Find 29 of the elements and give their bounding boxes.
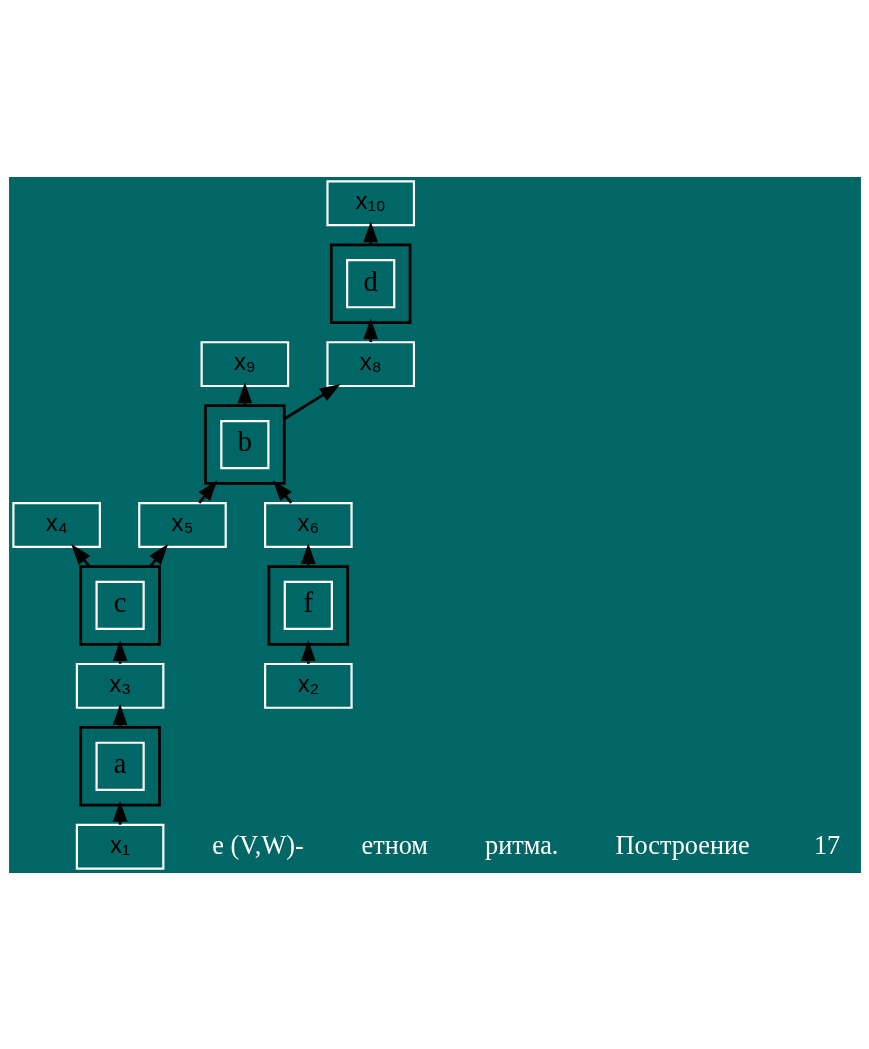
node-box: x₆	[263, 501, 353, 548]
arrow	[300, 639, 316, 664]
cluster	[78, 564, 161, 646]
node-box: x₃	[75, 662, 164, 709]
node-box: x₈	[325, 340, 415, 387]
label: Построение	[615, 830, 750, 860]
arrow	[362, 220, 378, 245]
node-box: a	[95, 741, 145, 791]
label: 17	[813, 830, 840, 860]
arrow	[362, 317, 378, 342]
arrow	[112, 639, 127, 664]
node-box: x₁	[75, 823, 164, 870]
node-box: x₄	[11, 501, 101, 548]
node-box: x₁₀	[325, 179, 415, 226]
cluster	[329, 243, 411, 324]
arrow	[283, 383, 341, 420]
arrow	[112, 800, 127, 825]
node-box: x₉	[200, 340, 289, 387]
node-box: b	[219, 419, 269, 469]
label: е (V,W)-	[211, 830, 304, 860]
node-box: f	[283, 580, 333, 630]
node-box: d	[345, 258, 395, 308]
node-box: x₅	[137, 501, 227, 548]
node-box: c	[95, 580, 145, 630]
label: ритма.	[484, 830, 558, 860]
label: етном	[361, 830, 428, 860]
arrow	[237, 381, 252, 406]
arrow	[300, 542, 316, 567]
node-box: x₂	[263, 662, 353, 709]
